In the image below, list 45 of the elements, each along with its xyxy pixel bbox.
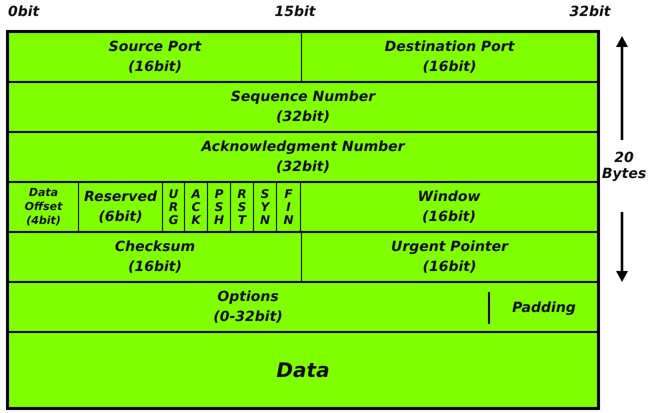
field-size: (16bit) — [422, 58, 476, 77]
field-size: (16bit) — [128, 58, 182, 77]
field-size: (0-32bit) — [213, 308, 283, 327]
field-name: Source Port — [108, 38, 202, 57]
field-name: R S T — [237, 188, 247, 226]
field-name: Acknowledgment Number — [201, 138, 405, 157]
field-size: (32bit) — [276, 108, 330, 127]
flag-cell — [184, 182, 208, 232]
flag-cell — [253, 182, 277, 232]
field-name: Padding — [512, 299, 576, 318]
flag-cell — [207, 182, 231, 232]
field-size: (4bit) — [26, 214, 61, 228]
field-name: F I N — [284, 188, 294, 226]
field-size: (16bit) — [128, 258, 182, 277]
field-size: (16bit) — [422, 258, 476, 277]
field-size: (6bit) — [98, 208, 143, 227]
size-label: 20 Bytes — [600, 150, 648, 182]
field-cell — [8, 182, 79, 232]
bit-position-label: 0bit — [8, 4, 40, 20]
flag-cell — [162, 182, 185, 232]
flag-cell — [276, 182, 301, 232]
field-name: P S H — [214, 188, 224, 226]
field-name: U R G — [168, 188, 178, 226]
field-size: (32bit) — [276, 158, 330, 177]
field-name: Destination Port — [384, 38, 514, 57]
field-name: S Y N — [260, 188, 270, 226]
field-name: A C K — [191, 188, 201, 226]
field-cell — [8, 132, 598, 182]
bit-position-label: 15bit — [274, 4, 317, 20]
bit-position-label: 32bit — [568, 4, 612, 20]
field-name: Sequence Number — [230, 88, 376, 107]
field-cell — [8, 82, 598, 132]
field-name: Checksum — [114, 238, 196, 257]
field-cell — [8, 232, 302, 282]
field-cell — [301, 232, 598, 282]
field-size: (16bit) — [422, 208, 476, 227]
field-cell — [78, 182, 163, 232]
field-name: Options — [217, 288, 279, 307]
flag-cell — [230, 182, 254, 232]
field-name: Reserved — [84, 188, 157, 207]
field-name: Urgent Pointer — [390, 238, 508, 257]
field-name: Window — [418, 188, 480, 207]
field-name: Data — [276, 358, 330, 382]
field-cell — [300, 182, 598, 232]
field-name: Data Offset — [24, 186, 64, 214]
